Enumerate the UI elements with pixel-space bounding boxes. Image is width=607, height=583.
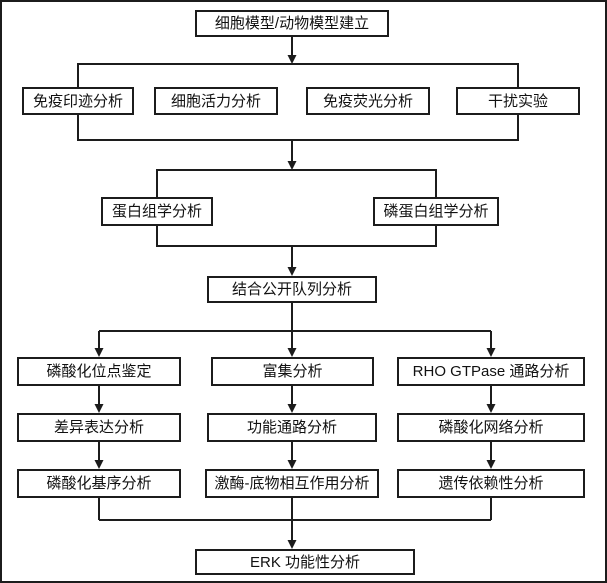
node-label: 遗传依赖性分析 xyxy=(438,475,544,492)
node-label: 磷酸化基序分析 xyxy=(46,475,152,492)
node-western-blot: 免疫印迹分析 xyxy=(22,87,134,115)
node-label: 结合公开队列分析 xyxy=(231,281,352,298)
node-differential-expression: 差异表达分析 xyxy=(17,413,181,442)
node-phospho-motif: 磷酸化基序分析 xyxy=(17,469,181,498)
node-label: 磷酸化网络分析 xyxy=(438,419,544,436)
node-label: 磷蛋白组学分析 xyxy=(383,203,489,220)
node-enrichment-analysis: 富集分析 xyxy=(211,357,374,386)
node-label: 细胞模型/动物模型建立 xyxy=(214,15,370,32)
node-cell-animal-model: 细胞模型/动物模型建立 xyxy=(195,10,389,37)
node-erk-functional: ERK 功能性分析 xyxy=(195,549,415,575)
node-genetic-dependency: 遗传依赖性分析 xyxy=(397,469,585,498)
node-label: 差异表达分析 xyxy=(53,419,144,436)
node-functional-pathway: 功能通路分析 xyxy=(207,413,377,442)
node-label: 免疫印迹分析 xyxy=(32,92,123,110)
node-kinase-substrate-interaction: 激酶-底物相互作用分析 xyxy=(205,469,379,498)
node-public-cohort: 结合公开队列分析 xyxy=(207,276,377,303)
node-label: 激酶-底物相互作用分析 xyxy=(214,475,370,492)
node-label: RHO GTPase 通路分析 xyxy=(412,363,570,380)
node-phospho-network: 磷酸化网络分析 xyxy=(397,413,585,442)
node-label: 富集分析 xyxy=(262,363,323,380)
node-label: ERK 功能性分析 xyxy=(249,553,360,571)
node-rho-gtpase-pathway: RHO GTPase 通路分析 xyxy=(397,357,585,386)
node-label: 细胞活力分析 xyxy=(170,92,261,110)
node-label: 免疫荧光分析 xyxy=(322,92,413,110)
node-phosphosite-identification: 磷酸化位点鉴定 xyxy=(17,357,181,386)
node-label: 干扰实验 xyxy=(487,92,548,110)
node-cell-viability: 细胞活力分析 xyxy=(154,87,278,115)
node-label: 磷酸化位点鉴定 xyxy=(46,363,152,380)
node-label: 功能通路分析 xyxy=(246,419,337,436)
node-immunofluorescence: 免疫荧光分析 xyxy=(306,87,430,115)
node-interference-experiment: 干扰实验 xyxy=(456,87,580,115)
node-proteomics: 蛋白组学分析 xyxy=(101,197,213,226)
node-label: 蛋白组学分析 xyxy=(111,203,202,220)
node-phosphoproteomics: 磷蛋白组学分析 xyxy=(373,197,499,226)
